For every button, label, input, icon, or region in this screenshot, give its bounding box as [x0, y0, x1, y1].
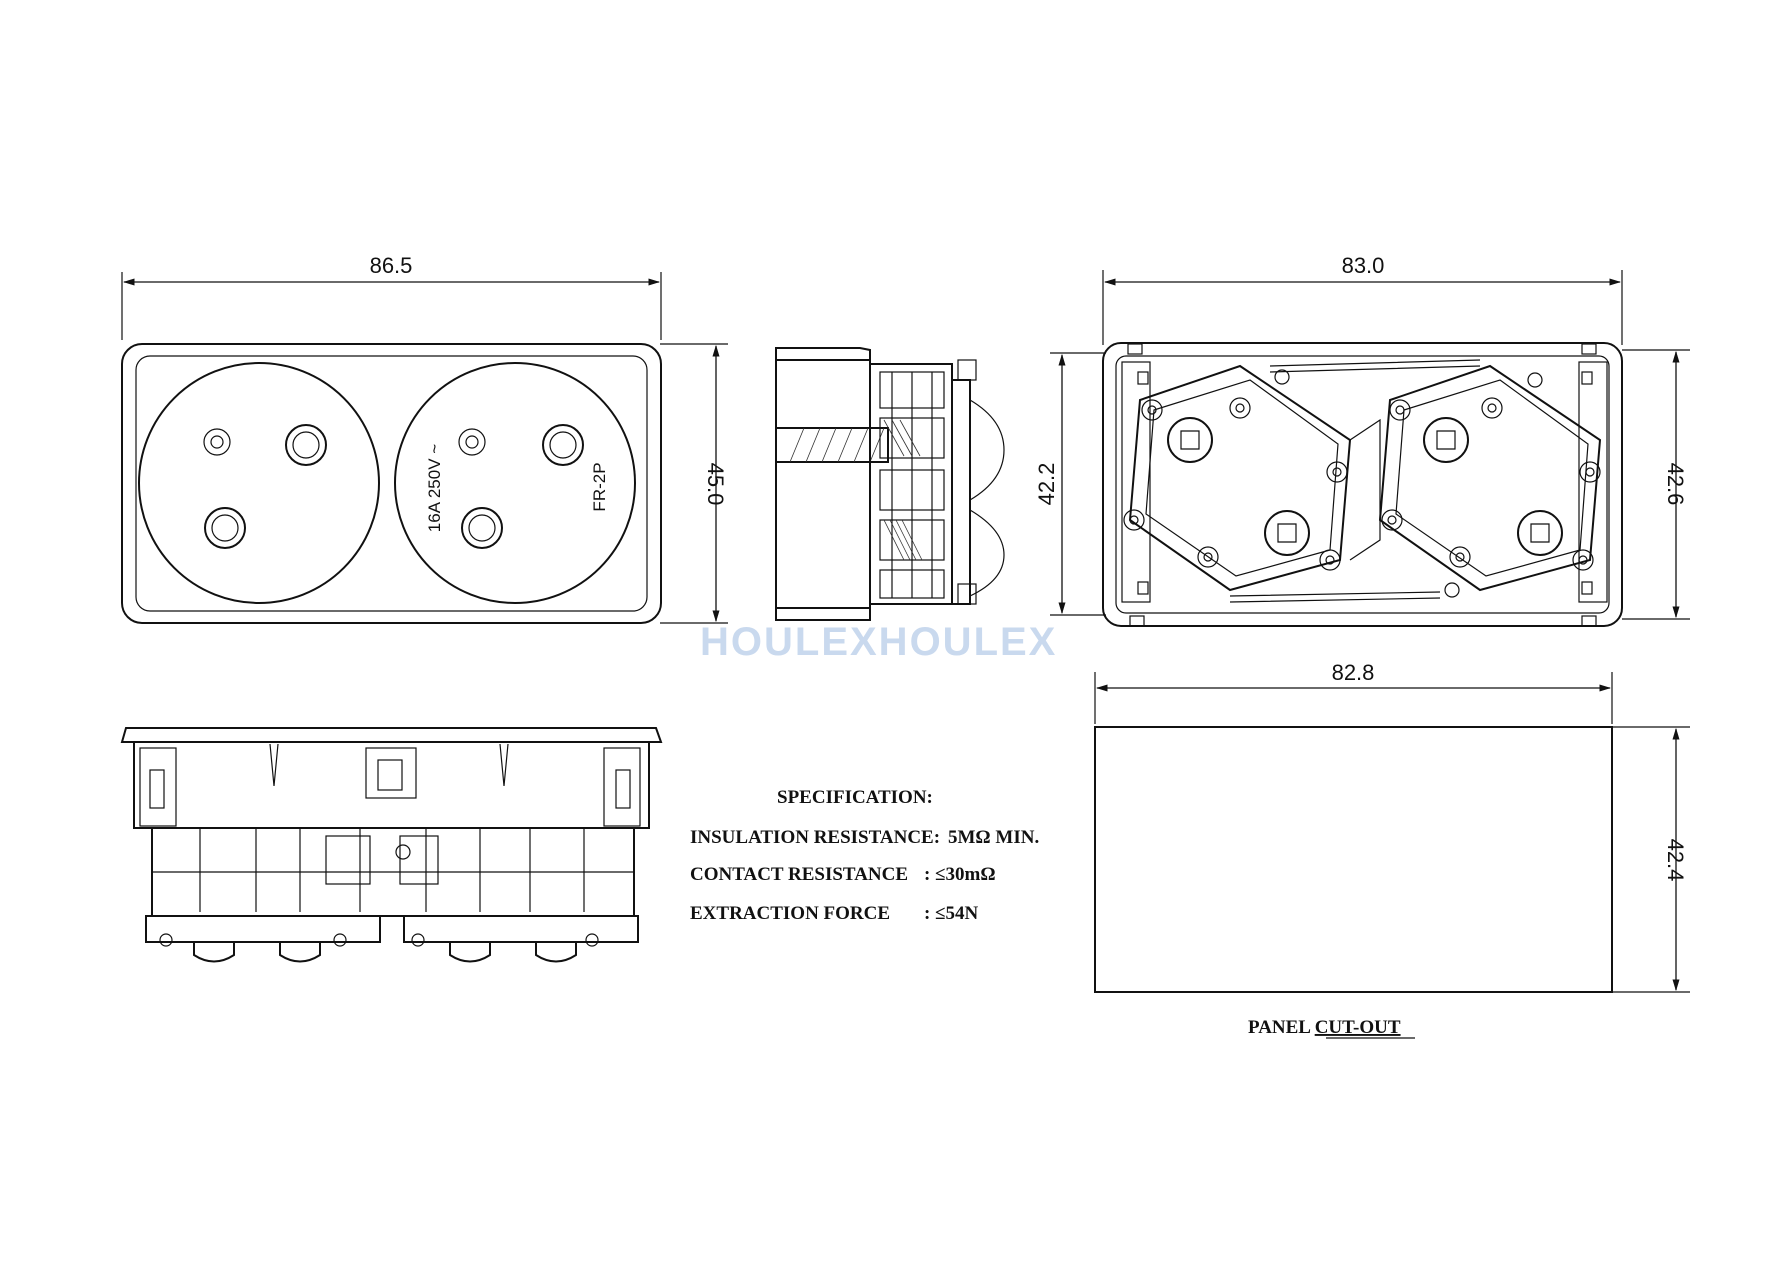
- spec-title: SPECIFICATION:: [777, 787, 933, 808]
- specification-block: SPECIFICATION: INSULATION RESISTANCE: 5M…: [690, 787, 1039, 924]
- side-body-front: [775, 347, 871, 621]
- model-mark: FR-2P: [590, 462, 609, 511]
- side-view: [775, 347, 1005, 621]
- side-pin: [775, 427, 889, 463]
- panel-cutout-view: 82.8 42.4 PANEL CUT-OUT: [1094, 660, 1690, 1039]
- rear-frame-outer: [1102, 342, 1623, 627]
- spec-insulation-label: INSULATION RESISTANCE:: [690, 827, 940, 848]
- right-socket-hole-top: [542, 424, 584, 466]
- panel-cutout-label: PANEL CUT-OUT: [1248, 1017, 1401, 1038]
- rear-width-dimension: 83.0: [1342, 253, 1385, 278]
- left-earth-pin: [203, 428, 231, 456]
- rear-right-mechanism-plate: [1378, 364, 1602, 592]
- bottom-view: [120, 727, 663, 963]
- bottom-terminal-left: [145, 915, 381, 943]
- front-frame-inner: [135, 355, 648, 612]
- panel-cutout-outline: [1094, 726, 1613, 993]
- left-socket-face: [138, 362, 380, 604]
- left-socket-hole-bottom: [204, 507, 246, 549]
- spec-insulation-value: 5MΩ MIN.: [948, 827, 1039, 848]
- front-view: 86.5 45.0 16A 250V ~ FR-2P: [121, 253, 728, 624]
- rear-left-height-dimension: 42.2: [1034, 463, 1059, 506]
- front-frame-outer: [121, 343, 662, 624]
- rear-frame-inner: [1115, 355, 1610, 614]
- bottom-terminal-right: [403, 915, 639, 943]
- side-rear-terminal: [952, 379, 971, 605]
- left-socket-hole-top: [285, 424, 327, 466]
- rear-terminal-screws: [1167, 417, 1563, 556]
- rear-right-height-dimension: 42.6: [1663, 463, 1688, 506]
- bottom-housing: [133, 741, 650, 829]
- rear-small-screws: [1123, 369, 1601, 598]
- rating-mark: 16A 250V ~: [425, 444, 444, 532]
- spec-contact-value: : ≤30mΩ: [924, 864, 996, 885]
- spec-extraction-label: EXTRACTION FORCE: [690, 903, 890, 924]
- right-socket-hole-bottom: [461, 507, 503, 549]
- side-mechanism: [869, 363, 953, 605]
- front-height-dimension: 45.0: [703, 463, 728, 506]
- rear-left-mechanism-plate: [1128, 364, 1352, 592]
- right-socket-face: [394, 362, 636, 604]
- spec-contact-label: CONTACT RESISTANCE: [690, 864, 908, 885]
- spec-extraction-value: : ≤54N: [924, 903, 979, 924]
- front-width-dimension: 86.5: [370, 253, 413, 278]
- cutout-width-dimension: 82.8: [1332, 660, 1375, 685]
- bottom-flange: [120, 727, 663, 743]
- bottom-contacts: [193, 942, 577, 963]
- right-earth-pin: [458, 428, 486, 456]
- cutout-height-dimension: 42.4: [1663, 839, 1688, 882]
- watermark: HOULEXHOULEX: [700, 620, 1057, 664]
- rear-view: 83.0 42.2 42.6: [1034, 253, 1690, 627]
